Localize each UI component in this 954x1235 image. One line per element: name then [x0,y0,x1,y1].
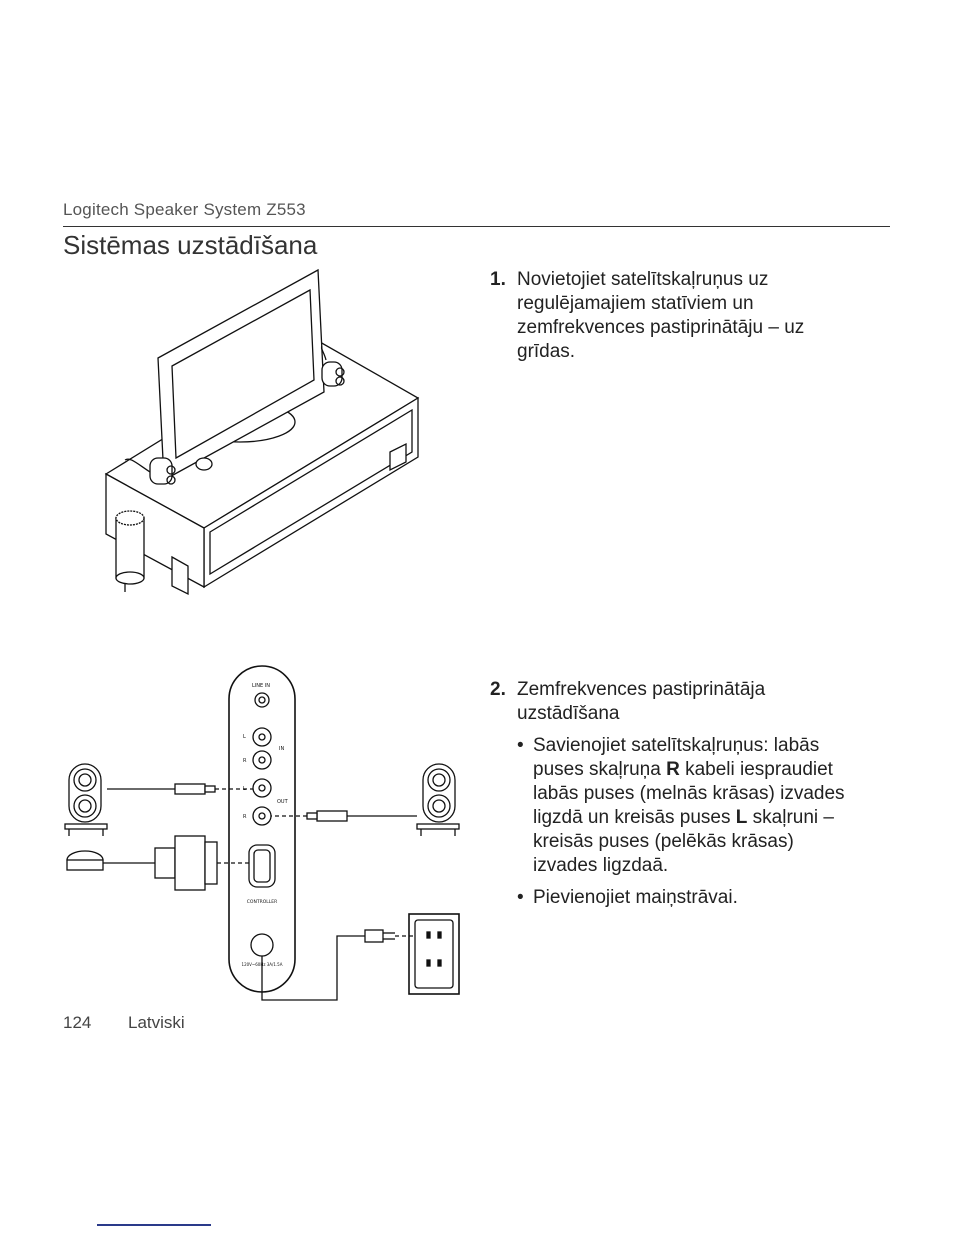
bullet-item: Pievienojiet maiņstrāvai. [517,886,860,910]
step-2-text: Zemfrekvences pastiprinātāja uzstādīšana [517,679,766,724]
label-out-r: R [243,814,247,820]
step-2-number: 2. [490,679,506,700]
page-number: 124 [63,1013,92,1032]
page-title: Sistēmas uzstādīšana [63,230,318,260]
footer-accent-line [97,1224,211,1226]
header-rule [63,226,890,227]
step-1: 1. Novietojiet satelītskaļruņus uz regul… [490,268,860,364]
header-product-name: Logitech Speaker System Z553 [63,200,306,219]
label-in-r: R [243,758,247,764]
connection-diagram: LINE IN L R IN L R OUT CONTROLLER 120V~6… [64,665,460,1001]
label-controller: CONTROLLER [247,899,277,905]
bullet-item: Savienojiet satelītskaļruņus: labās puse… [517,734,860,878]
footer-language: Latviski [128,1013,185,1032]
label-in-l: L [243,734,246,740]
label-in: IN [279,746,284,752]
step-2-bullets: Savienojiet satelītskaļruņus: labās puse… [490,734,860,910]
step-1-text: Novietojiet satelītskaļruņus uz regulēja… [517,269,805,362]
tv-setup-illustration [104,268,420,596]
step-2: 2. Zemfrekvences pastiprinātāja uzstādīš… [490,678,860,918]
step-1-number: 1. [490,269,506,290]
label-line-in: LINE IN [252,683,270,689]
label-out: OUT [277,799,289,805]
